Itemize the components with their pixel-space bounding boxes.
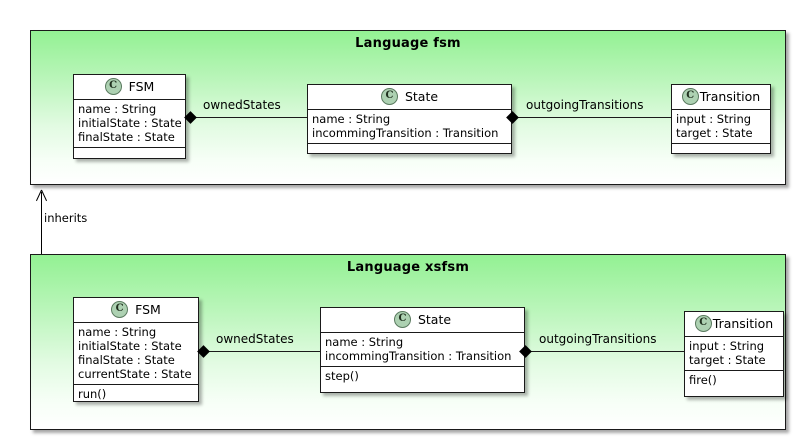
class-box-fsm-Transition[interactable]: C Transition input : String target : Sta…	[671, 84, 771, 154]
attribute-row: input : String	[689, 339, 765, 353]
class-name: State	[417, 312, 452, 327]
association-label-outgoingTransitions: outgoingTransitions	[526, 98, 644, 112]
operations-compartment: run()	[74, 385, 198, 404]
attribute-row: name : String	[312, 112, 391, 126]
attributes-compartment: input : String target : State	[672, 110, 770, 144]
operations-compartment	[74, 148, 185, 156]
attributes-compartment: name : String initialState : State final…	[74, 323, 198, 385]
attribute-row: target : State	[689, 353, 766, 367]
attributes-compartment: name : String initialState : State final…	[74, 100, 185, 148]
attribute-row: name : String	[325, 335, 404, 349]
association-line-outgoingTransitions	[525, 351, 684, 352]
operations-compartment	[672, 144, 770, 152]
attribute-row: initialState : State	[78, 339, 182, 353]
class-name: Transition	[699, 89, 761, 104]
class-name: FSM	[135, 302, 161, 317]
attribute-row: name : String	[78, 102, 157, 116]
class-header: C Transition	[685, 312, 783, 337]
attribute-row: incommingTransition : Transition	[325, 349, 512, 363]
class-stereotype-icon: C	[393, 311, 411, 328]
attribute-row: incommingTransition : Transition	[312, 126, 499, 140]
inheritance-shaft	[41, 192, 42, 255]
class-header: C FSM	[74, 75, 185, 100]
package-title: Language fsm	[355, 36, 461, 51]
association-line-outgoingTransitions	[512, 117, 671, 118]
class-name: FSM	[128, 79, 155, 94]
class-box-fsm-State[interactable]: C State name : String incommingTransitio…	[307, 84, 512, 154]
operations-compartment: fire()	[685, 371, 783, 390]
attributes-compartment: input : String target : State	[685, 337, 783, 371]
class-stereotype-icon: C	[111, 301, 129, 318]
class-stereotype-icon: C	[380, 88, 398, 105]
attribute-row: currentState : State	[78, 367, 192, 381]
class-stereotype-icon: C	[681, 88, 699, 105]
class-name: Transition	[712, 316, 774, 331]
class-name: State	[404, 89, 439, 104]
attribute-row: input : String	[676, 112, 752, 126]
association-line-ownedStates	[199, 351, 320, 352]
operations-compartment	[308, 144, 511, 152]
class-stereotype-icon: C	[104, 78, 122, 95]
operation-row: step()	[325, 369, 359, 383]
attribute-row: target : State	[676, 126, 753, 140]
attribute-row: initialState : State	[78, 116, 182, 130]
inheritance-label: inherits	[44, 211, 88, 225]
association-line-ownedStates	[186, 117, 307, 118]
attribute-row: name : String	[78, 325, 157, 339]
attribute-row: finalState : State	[78, 130, 175, 144]
class-header: C FSM	[74, 298, 198, 323]
class-box-xsfsm-State[interactable]: C State name : String incommingTransitio…	[320, 307, 525, 393]
class-header: C State	[321, 308, 524, 333]
association-label-ownedStates: ownedStates	[203, 98, 281, 112]
association-label-outgoingTransitions: outgoingTransitions	[539, 332, 657, 346]
class-header: C Transition	[672, 85, 770, 110]
class-header: C State	[308, 85, 511, 110]
operation-row: fire()	[689, 373, 717, 387]
class-box-fsm-FSM[interactable]: C FSM name : String initialState : State…	[73, 74, 186, 159]
operations-compartment: step()	[321, 367, 524, 386]
operation-row: run()	[78, 387, 107, 401]
class-stereotype-icon: C	[694, 315, 712, 332]
class-box-xsfsm-FSM[interactable]: C FSM name : String initialState : State…	[73, 297, 199, 402]
class-box-xsfsm-Transition[interactable]: C Transition input : String target : Sta…	[684, 311, 784, 397]
attributes-compartment: name : String incommingTransition : Tran…	[321, 333, 524, 367]
attribute-row: finalState : State	[78, 353, 175, 367]
package-title: Language xsfsm	[346, 260, 470, 275]
association-label-ownedStates: ownedStates	[216, 332, 294, 346]
attributes-compartment: name : String incommingTransition : Tran…	[308, 110, 511, 144]
